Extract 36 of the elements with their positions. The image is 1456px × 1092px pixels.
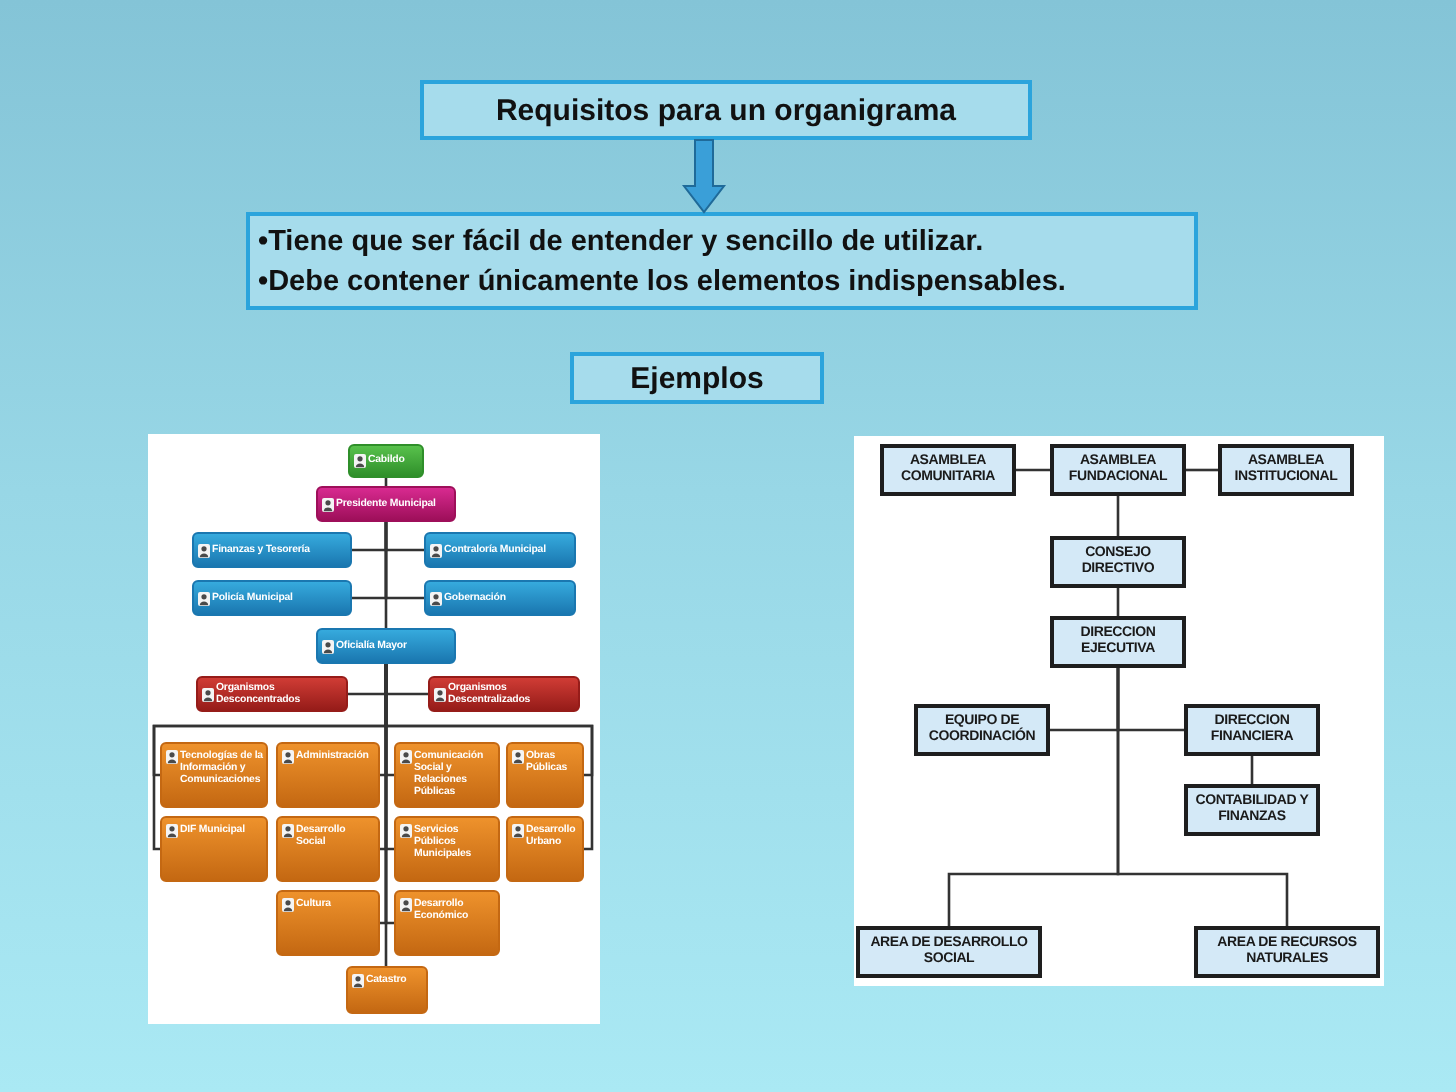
connector-line <box>1186 468 1218 472</box>
connector-line <box>1250 756 1254 784</box>
bullet-point-text: •Tiene que ser fácil de entender y sencillo de utilizar. <box>258 224 984 262</box>
connector-line <box>1116 496 1120 536</box>
requirements-panel <box>246 212 1198 310</box>
connector-line <box>384 664 388 966</box>
org-unit-box <box>192 580 352 616</box>
connector-line <box>1016 468 1050 472</box>
section-heading: Ejemplos <box>570 352 824 404</box>
org-unit-box <box>276 816 380 882</box>
heading-banner: Requisitos para un organigrama <box>420 80 1032 140</box>
org-unit-box <box>394 816 500 882</box>
org-unit-box <box>316 486 456 522</box>
org-chart-image <box>854 436 1384 986</box>
org-unit-box <box>394 890 500 956</box>
org-unit-box <box>424 580 576 616</box>
connector-line <box>1116 668 1289 926</box>
org-unit-box <box>428 676 580 712</box>
org-unit-box <box>196 676 348 712</box>
org-unit-box <box>424 532 576 568</box>
block-arrow <box>681 139 727 214</box>
org-unit-box <box>276 890 380 956</box>
connector-line <box>1116 588 1120 616</box>
connector-line <box>384 522 388 628</box>
org-chart-image <box>148 434 600 1024</box>
org-unit-box <box>160 816 268 882</box>
bullet-point-text: •Debe contener únicamente los elementos indispensables. <box>258 264 1066 302</box>
org-unit-box <box>506 742 584 808</box>
org-unit-box <box>316 628 456 664</box>
org-unit-box <box>506 816 584 882</box>
org-unit-box <box>160 742 268 808</box>
org-unit-box <box>276 742 380 808</box>
org-unit-box <box>394 742 500 808</box>
org-unit-box <box>346 966 428 1014</box>
org-unit-box <box>348 444 424 478</box>
org-unit-box <box>192 532 352 568</box>
